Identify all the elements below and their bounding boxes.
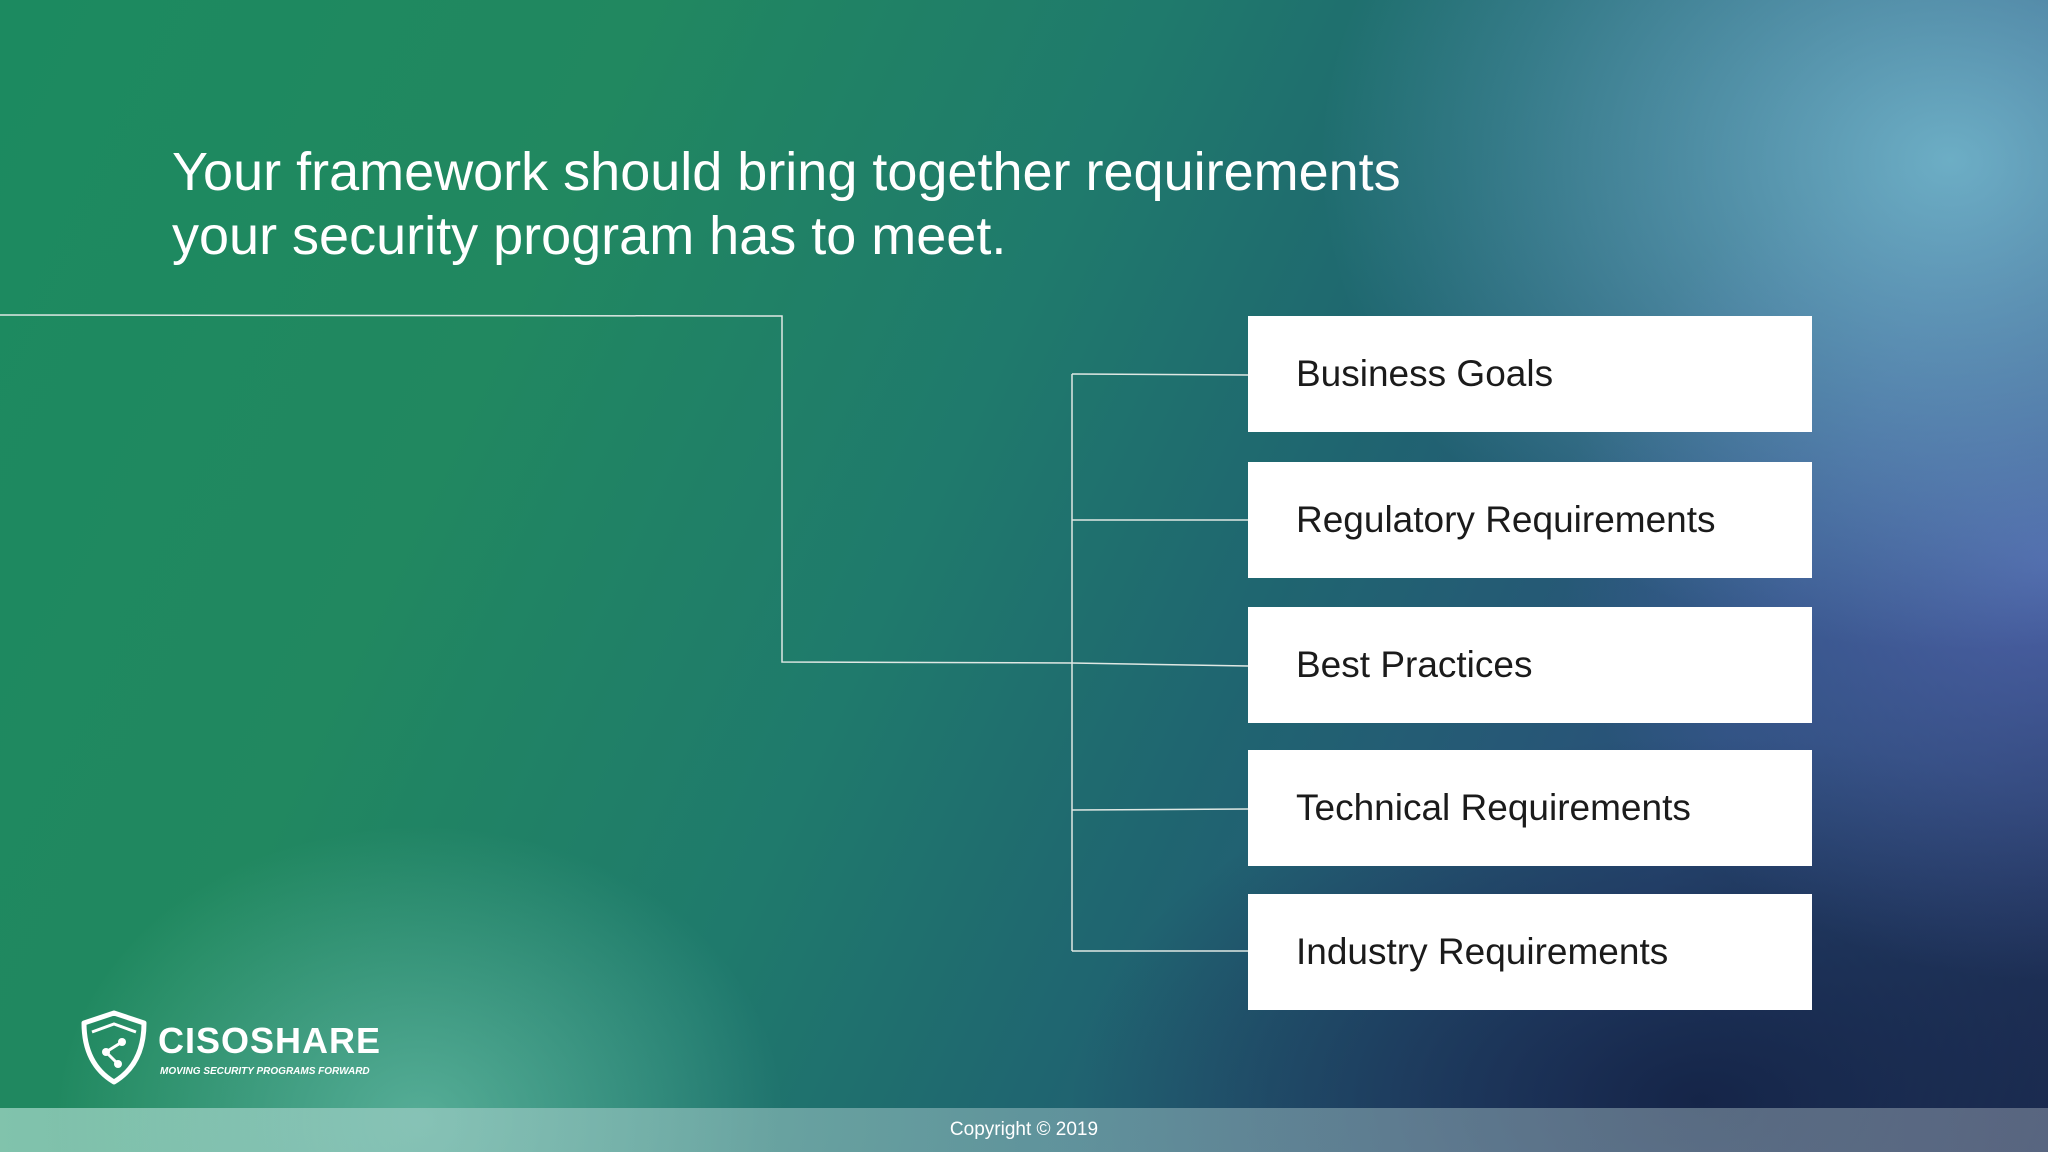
requirement-card-best-practices: Best Practices: [1248, 607, 1812, 723]
title-line-2: your security program has to meet.: [172, 206, 1007, 266]
requirement-label: Best Practices: [1296, 644, 1533, 685]
logo-tagline: MOVING SECURITY PROGRAMS FORWARD: [160, 1066, 370, 1077]
footer-bar: Copyright © 2019: [0, 1108, 2048, 1152]
branch-best-practices: [1071, 662, 1249, 667]
branch-business-goals: [1071, 373, 1249, 376]
requirement-card-business-goals: Business Goals: [1248, 316, 1812, 432]
requirement-card-technical: Technical Requirements: [1248, 750, 1812, 866]
main-connector: [0, 314, 1073, 664]
title-line-1: Your framework should bring together req…: [172, 142, 1401, 202]
logo-name: CISOSHARE: [158, 1020, 382, 1061]
requirement-label: Technical Requirements: [1296, 787, 1691, 828]
requirement-label: Industry Requirements: [1296, 931, 1669, 972]
copyright-text: Copyright © 2019: [949, 1119, 1099, 1140]
shield-icon: [81, 1010, 147, 1085]
requirement-card-regulatory: Regulatory Requirements: [1248, 462, 1812, 578]
requirement-card-industry: Industry Requirements: [1248, 894, 1812, 1010]
requirement-label: Regulatory Requirements: [1296, 499, 1716, 540]
branch-technical: [1071, 808, 1249, 811]
company-logo: CISOSHARE MOVING SECURITY PROGRAMS FORWA…: [78, 1010, 398, 1090]
requirement-label: Business Goals: [1296, 353, 1554, 394]
slide-title: Your framework should bring together req…: [172, 140, 1472, 268]
